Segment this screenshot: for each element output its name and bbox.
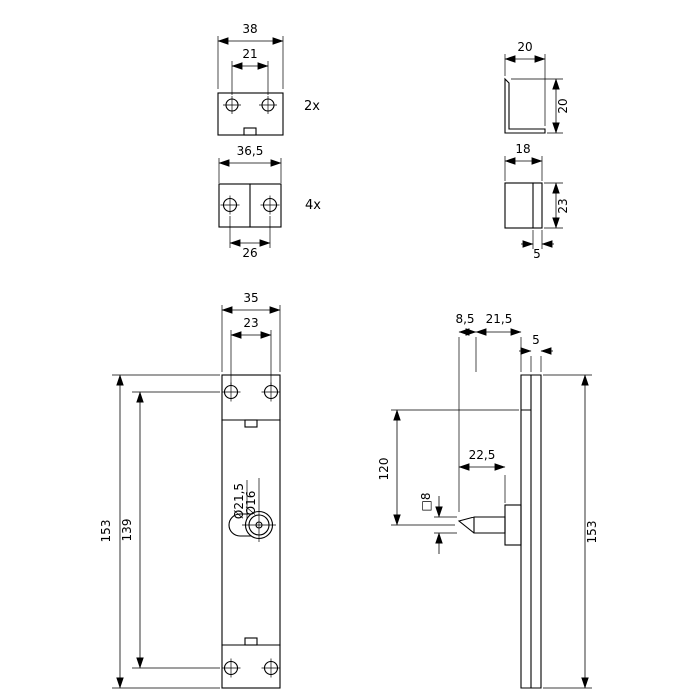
plate-outline [221,374,281,689]
mounting-notch [244,637,258,646]
dim-knob-inner-label: Ø16 [244,491,258,516]
extension-line [504,54,546,126]
dim-side-boss-depth-label: 8,5 [455,312,474,326]
extension-line [221,305,281,372]
dim-side-plate-thickness-label: 5 [532,333,540,347]
dim-side-housing-depth-label: 21,5 [486,312,513,326]
extension-line [530,356,542,372]
hole-crosshair [221,382,280,402]
hole-crosshair [223,96,277,114]
dim-front-width-label: 35 [243,291,258,305]
dim-block-lip-label: 5 [533,247,541,261]
dim-angle-height-label: 20 [556,98,570,113]
dim-strike-width-label: 38 [242,22,257,36]
spindle-outline [457,516,506,534]
dim-front-hole-spacing-label: 23 [243,316,258,330]
part-2x-view: 38 21 2x [217,22,320,136]
extension-line [391,409,519,526]
boss-outline [504,504,522,546]
knob-crosshair [242,478,276,542]
extension-line [458,337,522,512]
dim-front-height-label: 153 [99,520,113,543]
part-outline [504,77,546,134]
dim-side-spindle-square-label: □8 [419,493,433,512]
dim-side-height-label: 153 [585,521,599,544]
extension-line [112,374,220,689]
dim-side-spindle-length-label: 22,5 [469,448,496,462]
dim-knob-outer-label: Ø21,5 [232,483,246,519]
dim-guide-width-label: 36,5 [237,144,264,158]
side-view: 8,5 21,5 5 22,5 □8 120 153 [377,312,599,689]
extension-line [217,36,284,89]
extension-line [231,61,269,95]
part-outline [504,182,543,229]
end-block-view: 18 23 5 [504,142,570,261]
front-view: 35 23 Ø21,5 Ø16 153 139 [99,291,281,689]
dim-angle-width-label: 20 [517,40,532,54]
extension-line [132,391,220,669]
mounting-notch [243,127,257,136]
qty-label: 2x [304,99,320,114]
dim-front-hole-distance-label: 139 [120,519,134,542]
part-4x-view: 36,5 26 4x [218,144,321,260]
hole-crosshair [220,195,280,215]
lever-outline [228,513,260,537]
mounting-notch [244,419,258,428]
qty-label: 4x [305,198,321,213]
dim-side-spindle-position-label: 120 [377,458,391,481]
extension-line [218,158,282,183]
angle-bracket-view: 20 20 [504,40,570,134]
plate-section-outline [520,374,542,689]
extension-line [230,330,272,385]
dim-strike-hole-spacing-label: 21 [242,47,257,61]
dim-block-height-label: 23 [556,198,570,213]
dim-guide-hole-spacing-label: 26 [242,246,257,260]
hole-crosshair [221,658,280,678]
extension-line [504,156,543,181]
dim-block-width-label: 18 [515,142,530,156]
